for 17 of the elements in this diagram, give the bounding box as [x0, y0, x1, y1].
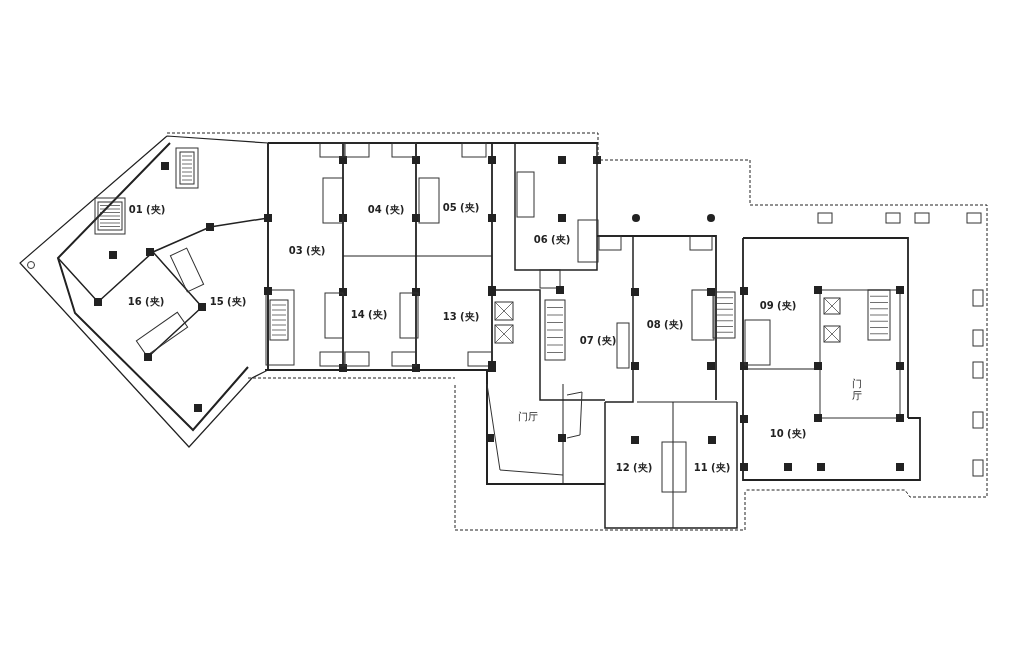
room-label: 14 (夹)	[350, 310, 388, 320]
room-label: 门厅	[851, 378, 863, 402]
room-label: 16 (夹)	[127, 297, 165, 307]
room-label: 09 (夹)	[759, 301, 797, 311]
room-label: 12 (夹)	[615, 463, 653, 473]
room-label: 08 (夹)	[646, 320, 684, 330]
room-label: 03 (夹)	[288, 246, 326, 256]
room-label: 01 (夹)	[128, 205, 166, 215]
room-label: 门厅	[518, 412, 538, 422]
room-label: 11 (夹)	[693, 463, 731, 473]
room-label: 04 (夹)	[367, 205, 405, 215]
room-label: 13 (夹)	[442, 312, 480, 322]
room-label: 10 (夹)	[769, 429, 807, 439]
room-label: 15 (夹)	[209, 297, 247, 307]
room-label: 05 (夹)	[442, 203, 480, 213]
room-label: 06 (夹)	[533, 235, 571, 245]
room-label: 07 (夹)	[579, 336, 617, 346]
